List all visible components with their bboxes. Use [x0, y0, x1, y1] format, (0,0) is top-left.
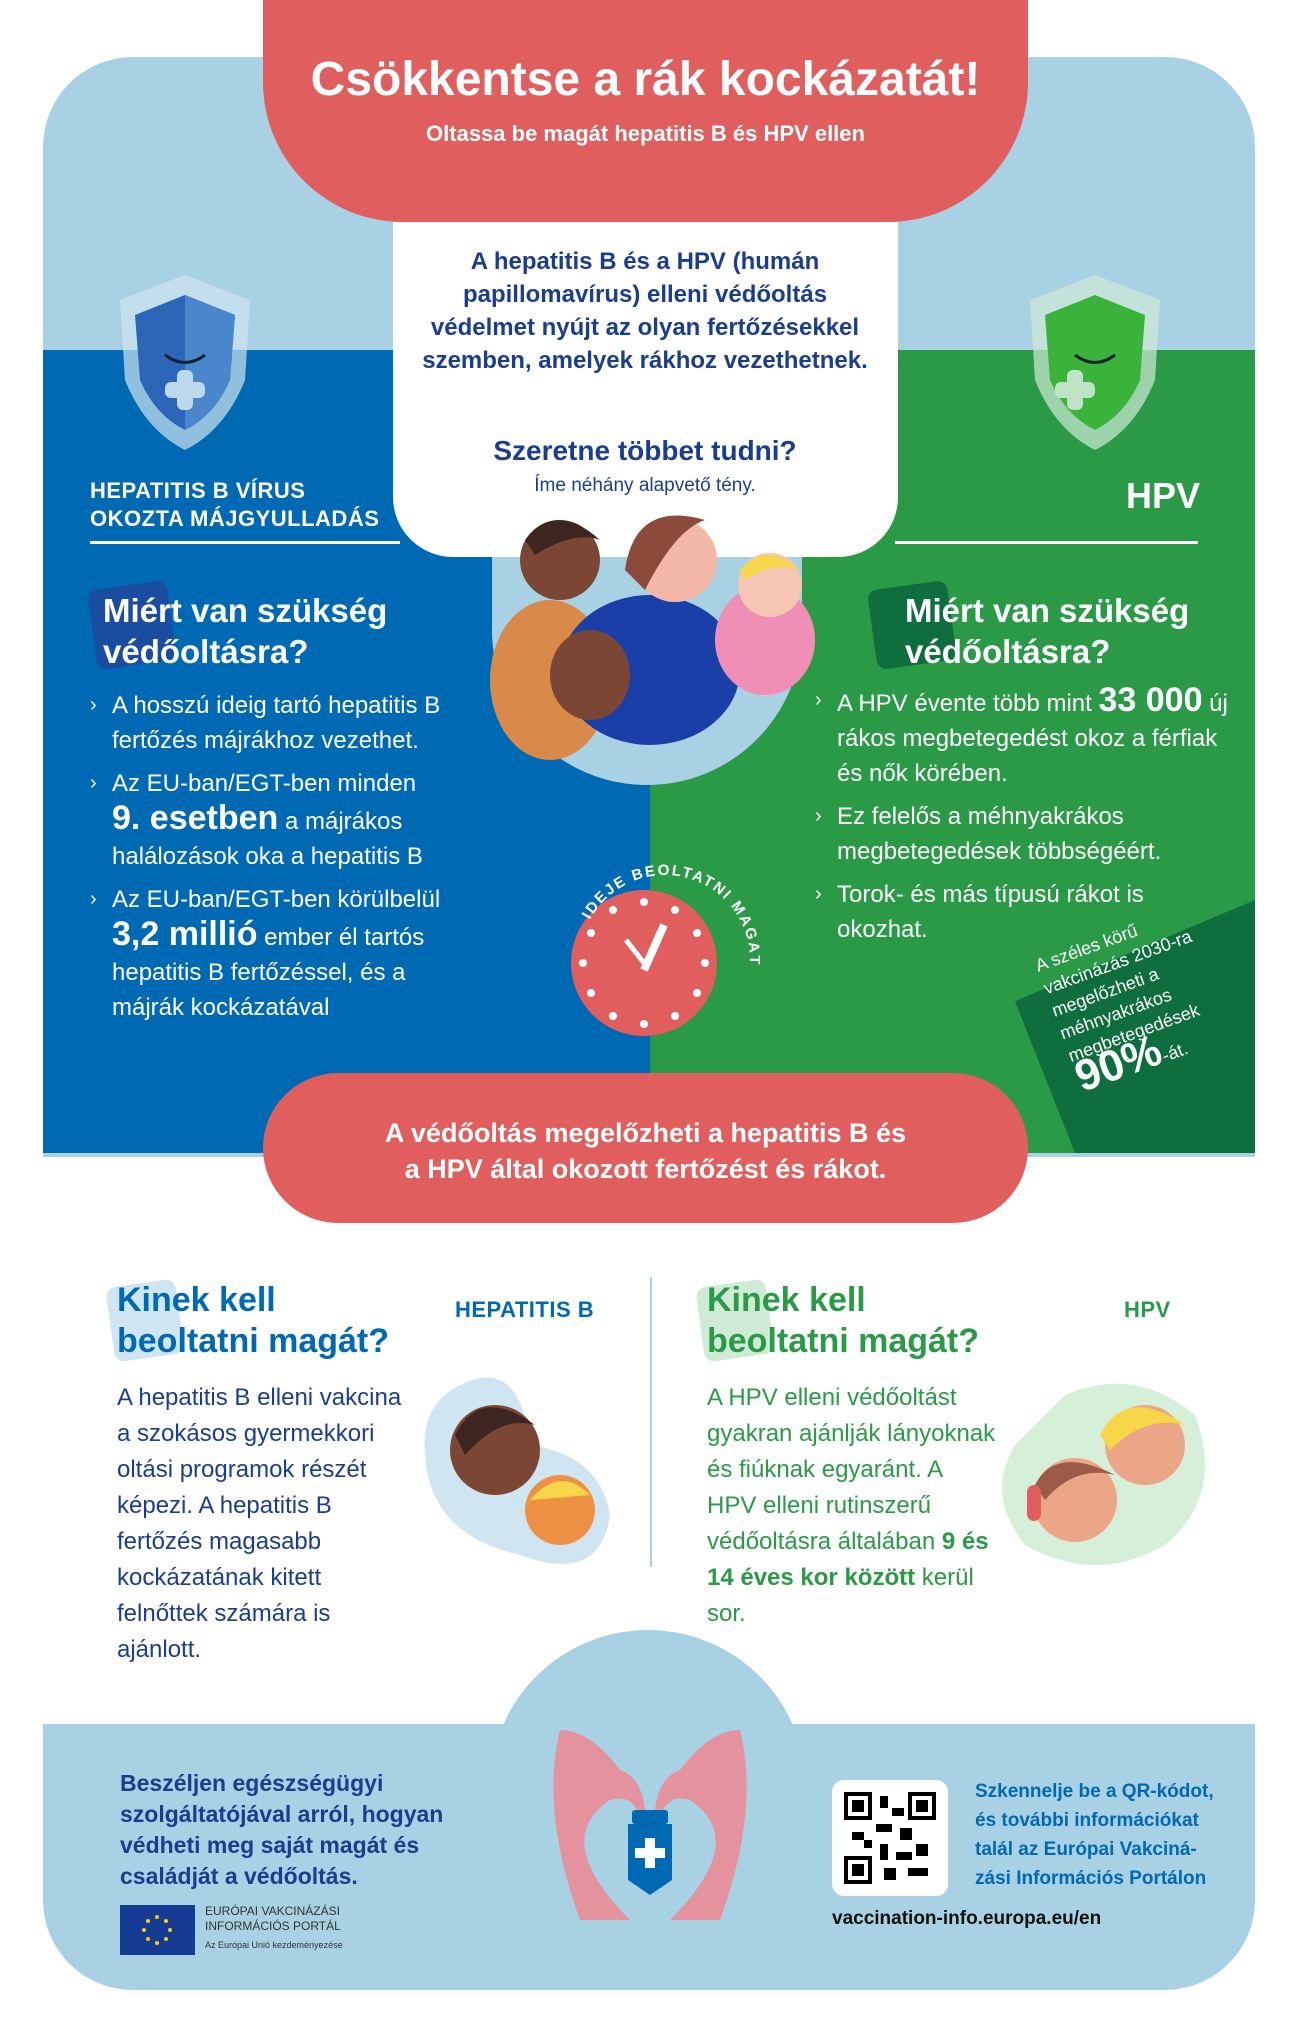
page-subtitle: Oltassa be magát hepatitis B és HPV elle… [426, 121, 865, 146]
fact-text: Az EU-ban/EGT-ben körülbelül [112, 886, 441, 913]
why-line: Miért van szükség [905, 592, 1190, 629]
prevention-banner: A védőoltás megelőzheti a hepatitis B és… [263, 1073, 1028, 1223]
parent-child-illustration [424, 1377, 610, 1564]
hepatitis-b-facts: A hosszú ideig tartó hepatitis B fertőzé… [90, 688, 470, 1033]
fact-item: A hosszú ideig tartó hepatitis B fertőzé… [90, 688, 470, 758]
qr-code[interactable] [832, 1780, 948, 1896]
hpv-who-title: Kinek kell beoltatni magát? [707, 1280, 979, 1362]
hpv-heading: HPV [1125, 475, 1200, 516]
hpv-why-title: Miért van szükség védőoltásra? [905, 590, 1189, 672]
heading-line: HEPATITIS B VÍRUS [90, 478, 306, 503]
why-line: védőoltásra? [103, 633, 309, 670]
more-subtitle: Íme néhány alapvető tény. [534, 475, 756, 496]
family-illustration [490, 515, 815, 760]
hepb-who-title: Kinek kell beoltatni magát? [117, 1280, 389, 1362]
why-line: Miért van szükség [103, 592, 388, 629]
fact-text: ember él tartós hepatitis B fertőzéssel,… [112, 924, 425, 1021]
fact-text: A HPV évente több mint [837, 690, 1092, 717]
page-title: Csökkentse a rák kockázatát! [310, 53, 981, 106]
logo-line: INFORMÁCIÓS PORTÁL [205, 1919, 341, 1933]
fact-text: A hosszú ideig tartó hepatitis B fertőzé… [112, 692, 441, 754]
hepatitis-b-heading: HEPATITIS B VÍRUS OKOZTA MÁJGYULLADÁS [90, 477, 379, 533]
divider [90, 541, 400, 544]
text-part: A HPV elleni védőoltást gyakran ajánlják… [707, 1384, 996, 1555]
hpv-facts: A HPV évente több mint 33 000 új rákos m… [815, 683, 1235, 955]
divider [895, 541, 1198, 544]
intro-text: A hepatitis B és a HPV (humán papillomav… [422, 248, 868, 374]
fact-number: 3,2 millió [112, 915, 258, 953]
fact-number: 9. esetben [112, 799, 279, 837]
intro-panel [393, 222, 898, 557]
header-banner: Csökkentse a rák kockázatát! Oltassa be … [263, 0, 1028, 222]
title-line: beoltatni magát? [707, 1322, 980, 1360]
blue-shield-icon [120, 275, 250, 450]
why-line: védőoltásra? [905, 633, 1111, 670]
hepb-who-text: A hepatitis B elleni vakcina a szokásos … [117, 1384, 402, 1663]
hpv-who-text: A HPV elleni védőoltást gyakran ajánlják… [707, 1380, 997, 1632]
fact-text: a májrákos halálozások oka a hepatitis B [112, 808, 423, 870]
talk-to-provider-text: Beszéljen egészségügyi szolgáltatójával … [120, 1770, 444, 1889]
fact-text: új rákos megbetegedést okoz a férfiak és… [837, 690, 1228, 787]
eu-portal-logo-text: EURÓPAI VAKCINÁZÁSI INFORMÁCIÓS PORTÁL A… [205, 1904, 343, 1953]
hepb-label: HEPATITIS B [455, 1297, 595, 1322]
more-title: Szeretne többet tudni? [493, 435, 797, 466]
fact-text: Ez felelős a méhnyakrákos megbetegedések… [837, 803, 1162, 865]
age-range: 9 és 14 éves kor között [707, 1528, 989, 1591]
title-line: beoltatni magát? [117, 1322, 390, 1360]
hepatitis-b-why-title: Miért van szükség védőoltásra? [103, 590, 387, 672]
scan-qr-text: Szkennelje be a QR-kódot, és további inf… [975, 1781, 1214, 1889]
hpv-label: HPV [1124, 1297, 1171, 1322]
teenagers-illustration [1002, 1383, 1205, 1565]
eu-flag-logo [120, 1905, 195, 1955]
fact-text: Torok- és más típusú rákot is okozhat. [837, 881, 1144, 943]
fact-item: Ez felelős a méhnyakrákos megbetegedések… [815, 799, 1235, 869]
fact-number: 33 000 [1098, 681, 1203, 719]
portal-link[interactable]: vaccination-info.europa.eu/en [832, 1908, 1102, 1929]
title-line: Kinek kell [707, 1281, 866, 1319]
vertical-divider [650, 1277, 652, 1567]
banner-line: a HPV által okozott fertőzést és rákot. [404, 1154, 887, 1184]
green-shield-icon [1030, 275, 1160, 450]
text-part: kerül sor. [707, 1564, 974, 1627]
fact-item: A HPV évente több mint 33 000 új rákos m… [815, 683, 1235, 791]
banner-line: A védőoltás megelőzheti a hepatitis B és [384, 1118, 907, 1148]
heading-line: OKOZTA MÁJGYULLADÁS [90, 506, 380, 531]
hands-heart-vaccine-icon [553, 1730, 747, 1920]
logo-line: EURÓPAI VAKCINÁZÁSI [205, 1904, 340, 1918]
clock-syringe-icon: IDEJE BEOLTATNI MAGÁT [571, 862, 760, 1036]
title-line: Kinek kell [117, 1281, 276, 1319]
more-info: Szeretne többet tudni? Íme néhány alapve… [420, 435, 870, 497]
fact-item: Torok- és más típusú rákot is okozhat. [815, 877, 1235, 947]
logo-line: Az Európai Unió kezdeményezése [205, 1940, 343, 1950]
fact-text: Az EU-ban/EGT-ben minden [112, 770, 417, 797]
